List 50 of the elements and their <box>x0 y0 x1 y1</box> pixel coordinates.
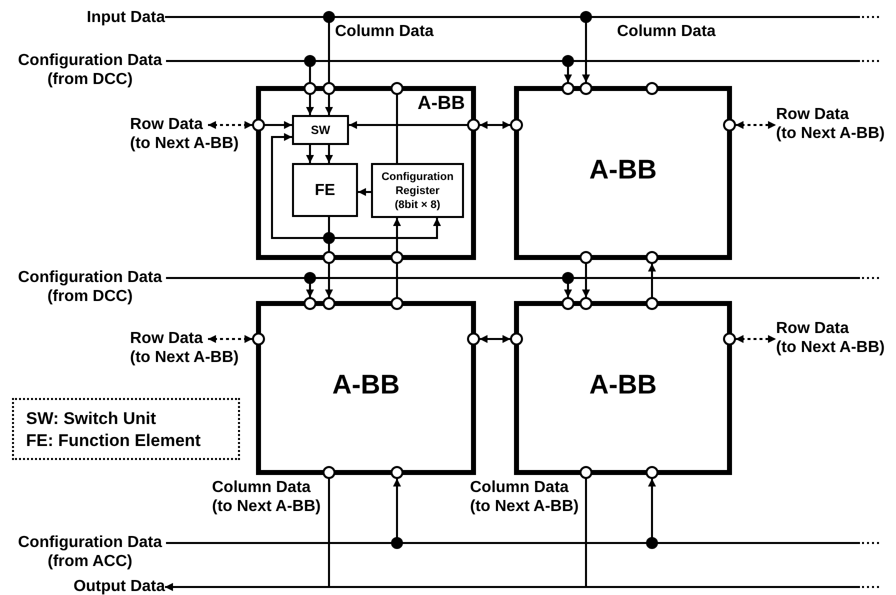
signal-label: Output Data <box>73 578 165 595</box>
connector-arrow <box>480 335 510 343</box>
unit-label: Configuration Register <box>380 170 455 198</box>
connector-arrow <box>393 218 401 298</box>
connector-arrow <box>648 264 656 298</box>
unit-box <box>292 163 358 217</box>
connector-arrow <box>264 121 292 129</box>
block-label: A-BB <box>418 93 465 115</box>
signal-label: Column Data <box>335 22 434 41</box>
signal-label: Configuration Data <box>18 268 162 288</box>
connector-arrow <box>349 121 468 129</box>
connector-arrow <box>306 145 314 163</box>
connector-arrow <box>165 478 587 591</box>
signal-note: (to Next A-BB) <box>130 349 239 366</box>
unit-box <box>292 115 349 145</box>
unit-label: SW <box>310 122 330 138</box>
signal-note: (to Next A-BB) <box>776 339 885 356</box>
connector-arrow <box>736 121 776 129</box>
signal-label: Input Data <box>86 8 165 28</box>
unit-label: (8bit × 8) <box>394 198 440 212</box>
signal-label: Configuration Data <box>18 51 162 71</box>
signal-label: Column Data (to Next A-BB) <box>212 478 322 516</box>
signal-label: Row Data <box>776 105 849 125</box>
signal-note: (from DCC) <box>47 71 133 88</box>
signal-label: Row Data <box>130 115 203 135</box>
signal-label: Column Data <box>617 22 716 41</box>
legend-text: FE: Function Element <box>26 430 201 452</box>
signal-note: (from ACC) <box>48 553 132 570</box>
signal-note: (to Next A-BB) <box>776 125 885 142</box>
signal-note: (to Next A-BB) <box>130 135 239 152</box>
legend-box <box>12 398 240 460</box>
signal-label: Column Data (to Next A-BB) <box>470 478 580 516</box>
connector-arrow <box>208 121 252 129</box>
block-label: A-BB <box>332 369 400 400</box>
connector-arrow <box>358 188 371 196</box>
connector-arrow <box>480 121 510 129</box>
unit-box <box>371 163 464 218</box>
connector-arrow <box>736 335 776 343</box>
connector-arrow <box>325 145 333 163</box>
block-label: A-BB <box>589 369 657 400</box>
legend-text: SW: Switch Unit <box>26 408 156 430</box>
unit-label: FE <box>314 180 336 200</box>
signal-label: Row Data <box>130 329 203 349</box>
connector-arrow <box>582 264 590 298</box>
connector-arrow <box>208 335 252 343</box>
signal-label: Configuration Data <box>18 533 162 553</box>
block-box <box>256 86 476 260</box>
signal-label: Row Data <box>776 319 849 339</box>
signal-note: (from DCC) <box>47 288 133 305</box>
block-label: A-BB <box>589 154 657 186</box>
